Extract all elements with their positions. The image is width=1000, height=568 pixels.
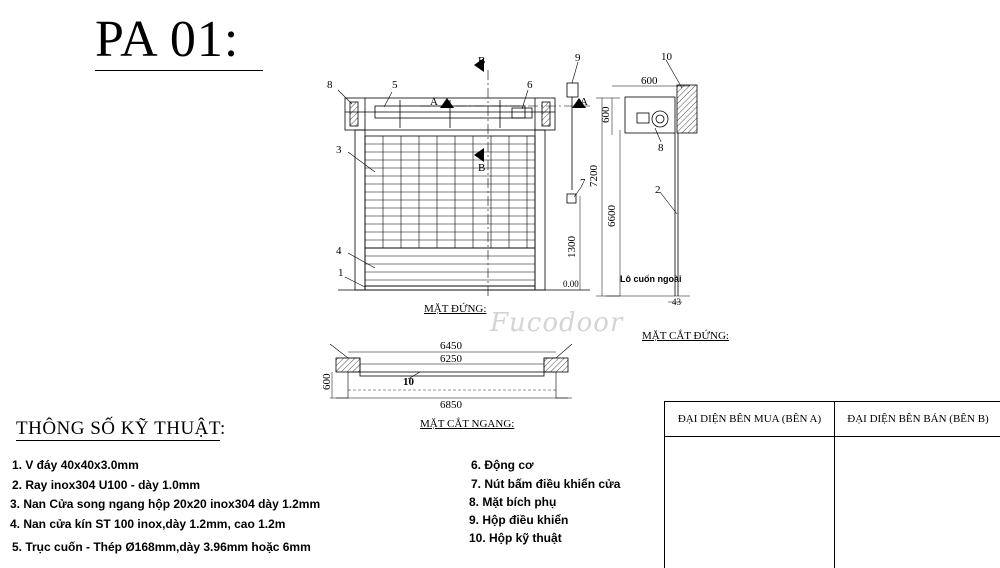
dim-floor-level: 0.00 [563, 279, 579, 289]
section-motor [636, 112, 650, 124]
dim-box-depth: 600 [641, 75, 658, 87]
section-roller [651, 110, 669, 128]
dim-wall-depth: 600 [321, 373, 333, 391]
control-button [566, 193, 577, 204]
horizontal-section-label: MẶT CẮT NGANG: [420, 418, 515, 430]
callout-10-plan: 10 [403, 376, 414, 388]
spec-item-6: 6. Động cơ [471, 458, 534, 472]
section-a-arrow [440, 98, 454, 108]
callout-10: 10 [661, 51, 672, 63]
buyer-signature-column: ĐẠI DIỆN BÊN MUA (BÊN A) [665, 402, 835, 568]
spec-item-1: 1. V đáy 40x40x3.0mm [12, 458, 139, 472]
flange-right [541, 101, 551, 127]
elevation-view [338, 70, 621, 297]
spec-item-2: 2. Ray inox304 U100 - dày 1.0mm [12, 478, 201, 492]
callout-3: 3 [336, 144, 342, 156]
seller-signature-column: ĐẠI DIỆN BÊN BÁN (BÊN B) [835, 402, 1000, 568]
wall-left [335, 357, 361, 373]
elevation-leaders [337, 61, 583, 288]
spec-item-9: 9. Hộp điều khiển [469, 513, 569, 527]
dim-width-wall: 6850 [440, 399, 462, 411]
section-mark-b-top: B [478, 55, 486, 67]
door-curtain-plan [359, 371, 545, 377]
callout-7: 7 [580, 177, 586, 189]
callout-1: 1 [338, 267, 344, 279]
callout-8-section: 8 [658, 142, 664, 154]
dim-total-height: 7200 [588, 165, 600, 187]
control-box [566, 82, 579, 98]
roll-label: Lô cuốn ngoài [620, 274, 682, 284]
callout-4: 4 [336, 245, 342, 257]
vertical-section-view [606, 84, 698, 303]
motor [511, 107, 533, 119]
spec-title: THÔNG SỐ KỸ THUẬT: [16, 418, 226, 439]
dim-width-clear: 6250 [440, 353, 462, 365]
section-leaders [654, 59, 683, 215]
watermark: Fucodoor [490, 308, 624, 338]
dim-width-outer: 6450 [440, 340, 462, 352]
spec-item-7: 7. Nút bấm điều khiển cửa [471, 477, 621, 491]
elevation-label: MẶT ĐỨNG: [424, 303, 487, 315]
section-b-arrow-lower [474, 148, 484, 162]
dim-button-height: 1300 [566, 236, 578, 258]
signature-table: ĐẠI DIỆN BÊN MUA (BÊN A) ĐẠI DIỆN BÊN BÁ… [664, 401, 1000, 568]
section-wall [676, 84, 698, 134]
bottom-bar [364, 285, 536, 291]
spec-item-3: 3. Nan Cửa song ngang hộp 20x20 inox304 … [10, 497, 321, 511]
callout-8: 8 [327, 79, 333, 91]
flange-left [349, 101, 359, 127]
spec-item-4: 4. Nan cửa kín ST 100 inox,dày 1.2mm, ca… [10, 517, 286, 531]
wall-right [543, 357, 569, 373]
section-roller-box [624, 96, 676, 134]
dim-rail-offset: 43 [672, 297, 681, 307]
section-a-arrow-right [572, 98, 586, 108]
callout-2: 2 [655, 184, 661, 196]
spec-title-underline [16, 440, 220, 441]
horizontal-section-view [329, 343, 573, 399]
callout-6: 6 [527, 79, 533, 91]
section-mark-a-left: A [430, 96, 438, 108]
callout-9: 9 [575, 52, 581, 64]
solid-slats [364, 247, 536, 287]
section-mark-a-right: A [580, 96, 588, 108]
spec-item-8: 8. Mặt bích phụ [469, 495, 557, 509]
callout-5: 5 [392, 79, 398, 91]
page-title: PA 01: [95, 11, 240, 68]
grille-vertical-lines [382, 136, 528, 248]
spec-item-10: 10. Hộp kỹ thuật [469, 531, 562, 545]
roller-box [344, 97, 556, 131]
section-mark-b-mid: B [478, 162, 486, 174]
seller-signature-header: ĐẠI DIỆN BÊN BÁN (BÊN B) [835, 402, 1000, 437]
buyer-signature-header: ĐẠI DIỆN BÊN MUA (BÊN A) [665, 402, 834, 437]
spec-item-5: 5. Trục cuốn - Thép Ø168mm,dày 3.96mm ho… [12, 540, 311, 554]
vertical-section-label: MẶT CẮT ĐỨNG: [642, 330, 729, 342]
dim-box-height: 600 [600, 106, 612, 124]
dim-opening-height: 6600 [606, 205, 618, 227]
rail-right [534, 129, 546, 291]
title-underline [95, 70, 263, 71]
rail-left [354, 129, 366, 291]
grille-horizontal-lines [365, 143, 535, 241]
section-b-arrow [474, 58, 484, 72]
